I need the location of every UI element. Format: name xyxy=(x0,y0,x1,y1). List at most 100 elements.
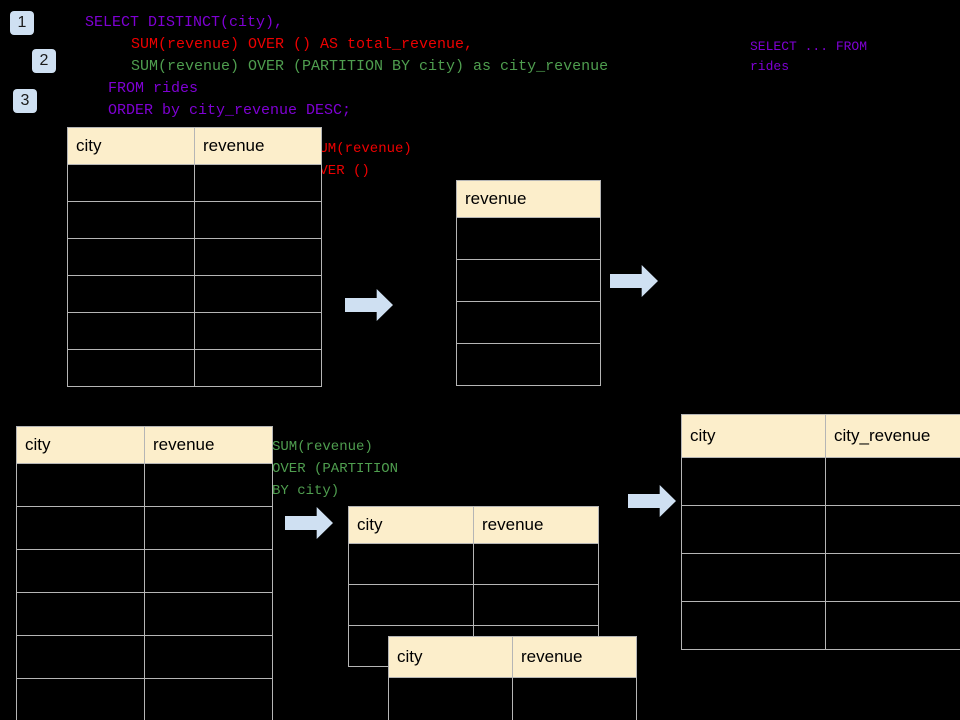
column-header: city xyxy=(16,426,145,464)
table-cell xyxy=(16,678,145,720)
table-cell xyxy=(388,677,513,720)
table-cell xyxy=(473,584,599,626)
table-row xyxy=(67,312,322,350)
table-total-revenue: revenue xyxy=(456,180,601,386)
table-cell xyxy=(512,677,637,720)
table-row xyxy=(67,349,322,387)
table-cell xyxy=(144,506,273,550)
table-cell xyxy=(16,635,145,679)
table-row xyxy=(681,505,960,554)
table-cell xyxy=(194,349,322,387)
table-cell xyxy=(825,553,960,602)
table-row xyxy=(67,238,322,276)
step-badge-1: 1 xyxy=(10,11,34,35)
sql-line-3: SUM(revenue) OVER (PARTITION BY city) as… xyxy=(131,58,609,75)
table-row xyxy=(16,678,273,720)
table-row xyxy=(16,549,273,593)
table-cell xyxy=(825,457,960,506)
table-cell xyxy=(473,543,599,585)
table-cell xyxy=(67,164,195,202)
table-row xyxy=(348,543,599,585)
table-cell xyxy=(16,549,145,593)
table-cell xyxy=(16,592,145,636)
table-row xyxy=(681,553,960,602)
arrow-partition-to-result xyxy=(628,485,676,517)
arrow-rides-to-partition xyxy=(285,507,333,539)
sql-line-1: SELECT DISTINCT(city), xyxy=(85,14,284,31)
table-cell xyxy=(825,601,960,650)
table-cell xyxy=(456,259,601,302)
table-cell xyxy=(348,543,474,585)
table-cell xyxy=(16,506,145,550)
table-cell xyxy=(456,343,601,386)
table-row xyxy=(456,301,601,344)
table-row xyxy=(16,506,273,550)
table-cell xyxy=(681,457,826,506)
table-cell xyxy=(144,635,273,679)
table-row xyxy=(67,275,322,313)
table-cell xyxy=(456,217,601,260)
step-badge-2: 2 xyxy=(32,49,56,73)
table-cell xyxy=(144,549,273,593)
table-cell xyxy=(144,592,273,636)
table-cell xyxy=(194,312,322,350)
table-cell xyxy=(67,238,195,276)
table-cell xyxy=(144,678,273,720)
column-header: city xyxy=(348,506,474,544)
table-cell xyxy=(67,312,195,350)
annotation-sum-over-empty: SUM(revenue) OVER () xyxy=(311,141,412,179)
table-cell xyxy=(144,463,273,507)
table-cell xyxy=(681,601,826,650)
table-row xyxy=(388,677,637,720)
column-header: city_revenue xyxy=(825,414,960,458)
annotation-select-from-rides: SELECT ... FROM rides xyxy=(750,39,868,74)
sql-line-2: SUM(revenue) OVER () AS total_revenue, xyxy=(131,36,474,53)
table-row xyxy=(681,601,960,650)
arrow-rides-to-total xyxy=(345,289,393,321)
column-header: revenue xyxy=(144,426,273,464)
table-row xyxy=(67,201,322,239)
arrow-total-to-result xyxy=(610,265,658,297)
annotation-sum-over-partition: SUM(revenue) OVER (PARTITION BY city) xyxy=(272,439,399,499)
table-cell xyxy=(194,164,322,202)
table-row xyxy=(16,635,273,679)
table-row xyxy=(67,164,322,202)
table-row xyxy=(348,584,599,626)
table-cell xyxy=(194,201,322,239)
column-header: revenue xyxy=(194,127,322,165)
table-row xyxy=(16,592,273,636)
column-header: city xyxy=(388,636,513,678)
sql-line-4: FROM rides xyxy=(108,80,199,97)
table-cell xyxy=(456,301,601,344)
table-cell xyxy=(681,505,826,554)
table-cell xyxy=(16,463,145,507)
sql-line-5: ORDER by city_revenue DESC; xyxy=(108,102,352,119)
table-cell xyxy=(194,238,322,276)
column-header: city xyxy=(681,414,826,458)
column-header: revenue xyxy=(456,180,601,218)
column-header: revenue xyxy=(473,506,599,544)
table-cell xyxy=(67,349,195,387)
table-row xyxy=(456,217,601,260)
table-cell xyxy=(67,275,195,313)
table-cell xyxy=(194,275,322,313)
table-cell xyxy=(67,201,195,239)
table-row xyxy=(681,457,960,506)
table-cell xyxy=(348,584,474,626)
column-header: revenue xyxy=(512,636,637,678)
table-row xyxy=(16,463,273,507)
table-header-row: revenue xyxy=(456,180,601,218)
step-badge-3: 3 xyxy=(13,89,37,113)
column-header: city xyxy=(67,127,195,165)
table-cell xyxy=(681,553,826,602)
table-cell xyxy=(825,505,960,554)
